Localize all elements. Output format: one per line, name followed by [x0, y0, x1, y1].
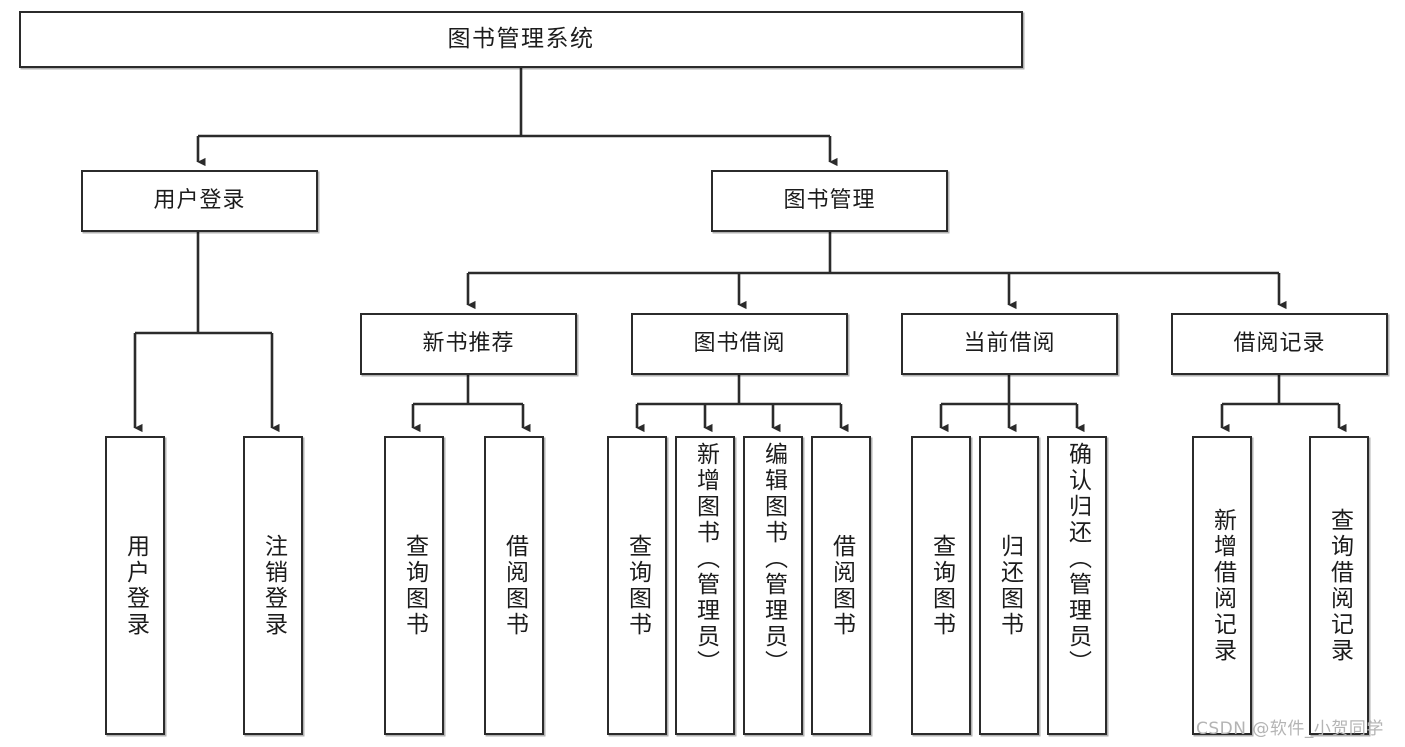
node-leaf-logout-label: 注销登录	[260, 533, 287, 638]
node-book-manage[interactable]: 图书管理	[711, 170, 948, 232]
node-leaf-query-book-1-label: 查询图书	[401, 533, 428, 638]
node-leaf-confirm-return[interactable]: 确认归还（管理员）	[1047, 436, 1107, 735]
node-leaf-borrow-book-1-label: 借阅图书	[501, 533, 528, 638]
node-leaf-user-login-label: 用户登录	[122, 533, 149, 638]
node-user-login[interactable]: 用户登录	[81, 170, 318, 232]
node-root[interactable]: 图书管理系统	[19, 11, 1023, 68]
node-leaf-query-book-2-label: 查询图书	[624, 533, 651, 638]
node-leaf-return-book-label: 归还图书	[996, 533, 1023, 638]
node-borrow-record-label: 借阅记录	[1233, 331, 1326, 356]
node-book-manage-label: 图书管理	[783, 188, 876, 213]
node-new-book-recommend-label: 新书推荐	[422, 331, 515, 356]
node-leaf-query-book-2[interactable]: 查询图书	[607, 436, 667, 735]
node-book-borrow-label: 图书借阅	[693, 331, 786, 356]
node-user-login-label: 用户登录	[153, 188, 246, 213]
node-leaf-confirm-return-label: 确认归还（管理员）	[1064, 442, 1091, 676]
node-leaf-borrow-book-2[interactable]: 借阅图书	[811, 436, 871, 735]
node-new-book-recommend[interactable]: 新书推荐	[360, 313, 577, 375]
node-leaf-user-login[interactable]: 用户登录	[105, 436, 165, 735]
node-leaf-query-book-3[interactable]: 查询图书	[911, 436, 971, 735]
node-leaf-query-record-label: 查询借阅记录	[1326, 507, 1353, 664]
node-borrow-record[interactable]: 借阅记录	[1171, 313, 1388, 375]
watermark-text: CSDN @软件_小贺同学	[1196, 719, 1384, 739]
node-book-borrow[interactable]: 图书借阅	[631, 313, 848, 375]
node-leaf-add-book[interactable]: 新增图书（管理员）	[675, 436, 735, 735]
node-current-borrow[interactable]: 当前借阅	[901, 313, 1118, 375]
node-current-borrow-label: 当前借阅	[963, 331, 1056, 356]
node-leaf-borrow-book-2-label: 借阅图书	[828, 533, 855, 638]
node-leaf-logout[interactable]: 注销登录	[243, 436, 303, 735]
node-leaf-add-record[interactable]: 新增借阅记录	[1192, 436, 1252, 735]
node-root-label: 图书管理系统	[447, 26, 595, 52]
node-leaf-query-book-1[interactable]: 查询图书	[384, 436, 444, 735]
node-leaf-borrow-book-1[interactable]: 借阅图书	[484, 436, 544, 735]
node-leaf-query-record[interactable]: 查询借阅记录	[1309, 436, 1369, 735]
node-leaf-add-book-label: 新增图书（管理员）	[692, 442, 719, 676]
node-leaf-edit-book-label: 编辑图书（管理员）	[760, 442, 787, 676]
node-leaf-query-book-3-label: 查询图书	[928, 533, 955, 638]
node-leaf-return-book[interactable]: 归还图书	[979, 436, 1039, 735]
node-leaf-add-record-label: 新增借阅记录	[1209, 507, 1236, 664]
node-leaf-edit-book[interactable]: 编辑图书（管理员）	[743, 436, 803, 735]
